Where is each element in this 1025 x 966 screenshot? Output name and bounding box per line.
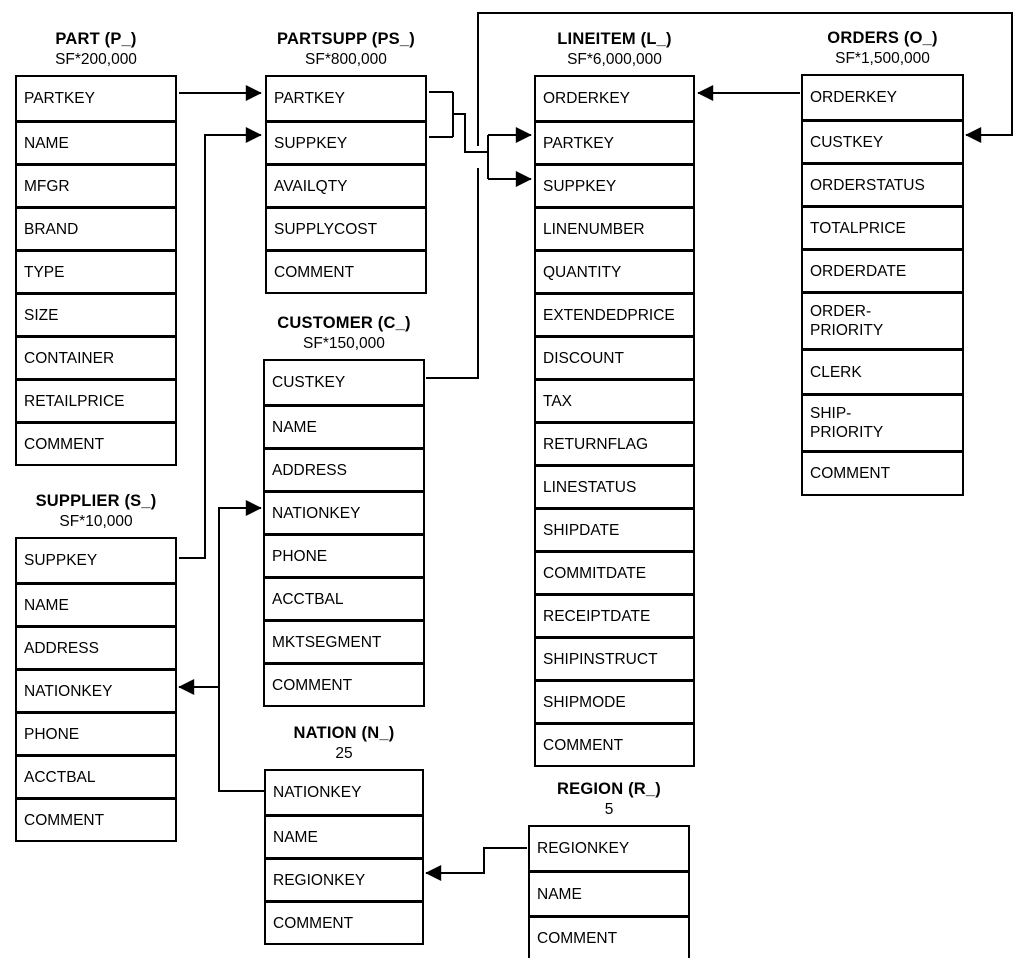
table-name-nation: NATION (N_) — [293, 724, 395, 742]
row-orders-ship-priority: SHIP- PRIORITY — [803, 393, 962, 450]
row-orders-comment: COMMENT — [803, 450, 962, 494]
row-lineitem-returnflag: RETURNFLAG — [536, 421, 693, 464]
row-lineitem-tax: TAX — [536, 378, 693, 421]
row-supplier-nationkey: NATIONKEY — [17, 668, 175, 711]
table-title-customer: CUSTOMER (C_) SF*150,000 — [277, 313, 410, 354]
row-customer-comment: COMMENT — [265, 662, 423, 705]
row-supplier-comment: COMMENT — [17, 797, 175, 840]
row-nation-nationkey: NATIONKEY — [273, 784, 362, 801]
row-region-name: NAME — [530, 870, 688, 915]
row-lineitem-orderkey: ORDERKEY — [543, 90, 630, 107]
row-customer-address: ADDRESS — [265, 447, 423, 490]
row-nation-regionkey: REGIONKEY — [266, 857, 422, 900]
row-nation-comment: COMMENT — [266, 900, 422, 943]
row-lineitem-quantity: QUANTITY — [536, 249, 693, 292]
row-partsupp-suppkey: SUPPKEY — [267, 120, 425, 163]
table-cardinality-region: 5 — [604, 801, 614, 818]
table-title-orders: ORDERS (O_) SF*1,500,000 — [827, 28, 937, 69]
row-lineitem-suppkey: SUPPKEY — [536, 163, 693, 206]
table-name-orders: ORDERS (O_) — [827, 29, 938, 47]
table-title-lineitem: LINEITEM (L_) SF*6,000,000 — [557, 29, 671, 70]
row-part-container: CONTAINER — [17, 335, 175, 378]
row-supplier-phone: PHONE — [17, 711, 175, 754]
row-partsupp-partkey: PARTKEY — [274, 90, 345, 107]
row-lineitem-comment: COMMENT — [536, 722, 693, 765]
table-cardinality-partsupp: SF*800,000 — [305, 51, 387, 68]
table-title-supplier: SUPPLIER (S_) SF*10,000 — [36, 491, 157, 532]
row-customer-acctbal: ACCTBAL — [265, 576, 423, 619]
table-cardinality-customer: SF*150,000 — [303, 335, 385, 352]
row-lineitem-shipmode: SHIPMODE — [536, 679, 693, 722]
edge-fk-supplier-suppkey-to-partsupp-suppkey — [179, 127, 262, 559]
table-title-region: REGION (R_) 5 — [557, 779, 661, 820]
row-supplier-suppkey: SUPPKEY — [24, 552, 98, 569]
table-name-partsupp: PARTSUPP (PS_) — [277, 30, 415, 48]
row-lineitem-receiptdate: RECEIPTDATE — [536, 593, 693, 636]
row-lineitem-shipinstruct: SHIPINSTRUCT — [536, 636, 693, 679]
row-part-mfgr: MFGR — [17, 163, 175, 206]
row-region-comment: COMMENT — [530, 915, 688, 958]
table-cardinality-orders: SF*1,500,000 — [835, 50, 930, 67]
table-name-lineitem: LINEITEM (L_) — [557, 30, 672, 48]
row-lineitem-linestatus: LINESTATUS — [536, 464, 693, 507]
row-partsupp-comment: COMMENT — [267, 249, 425, 292]
row-supplier-address: ADDRESS — [17, 625, 175, 668]
row-part-type: TYPE — [17, 249, 175, 292]
row-customer-name: NAME — [265, 404, 423, 447]
row-partsupp-availqty: AVAILQTY — [267, 163, 425, 206]
table-name-region: REGION (R_) — [557, 780, 661, 798]
table-name-customer: CUSTOMER (C_) — [277, 314, 411, 332]
row-region-regionkey: REGIONKEY — [537, 840, 630, 857]
table-title-partsupp: PARTSUPP (PS_) SF*800,000 — [277, 29, 415, 70]
table-name-part: PART (P_) — [55, 30, 137, 48]
row-lineitem-linenumber: LINENUMBER — [536, 206, 693, 249]
row-customer-custkey: CUSTKEY — [272, 374, 346, 391]
table-name-supplier: SUPPLIER (S_) — [35, 492, 157, 510]
table-title-part: PART (P_) SF*200,000 — [55, 29, 137, 70]
row-orders-custkey: CUSTKEY — [803, 119, 962, 162]
edge-partsupp-lineitem-connector — [453, 113, 488, 153]
row-partsupp-supplycost: SUPPLYCOST — [267, 206, 425, 249]
row-orders-totalprice: TOTALPRICE — [803, 205, 962, 248]
row-supplier-name: NAME — [17, 582, 175, 625]
row-part-retailprice: RETAILPRICE — [17, 378, 175, 421]
row-orders-clerk: CLERK — [803, 348, 962, 393]
row-lineitem-shipdate: SHIPDATE — [536, 507, 693, 550]
edge-fk-nation-nationkey-to-customer-nationkey — [218, 500, 264, 792]
table-cardinality-supplier: SF*10,000 — [59, 513, 133, 530]
row-nation-name: NAME — [266, 814, 422, 857]
table-cardinality-nation: 25 — [335, 745, 353, 762]
row-part-name: NAME — [17, 120, 175, 163]
row-part-comment: COMMENT — [17, 421, 175, 464]
edge-fk-region-regionkey-to-nation-regionkey — [425, 847, 527, 881]
row-customer-nationkey: NATIONKEY — [265, 490, 423, 533]
row-lineitem-extendedprice: EXTENDEDPRICE — [536, 292, 693, 335]
row-lineitem-commitdate: COMMITDATE — [536, 550, 693, 593]
edge-fk-customer-custkey-to-orders-custkey-lower — [426, 168, 479, 379]
row-part-size: SIZE — [17, 292, 175, 335]
row-part-partkey: PARTKEY — [24, 90, 95, 107]
row-part-brand: BRAND — [17, 206, 175, 249]
row-customer-phone: PHONE — [265, 533, 423, 576]
row-lineitem-partkey: PARTKEY — [536, 120, 693, 163]
table-cardinality-lineitem: SF*6,000,000 — [567, 51, 662, 68]
row-supplier-acctbal: ACCTBAL — [17, 754, 175, 797]
row-orders-orderdate: ORDERDATE — [803, 248, 962, 291]
row-lineitem-discount: DISCOUNT — [536, 335, 693, 378]
row-orders-order-priority: ORDER- PRIORITY — [803, 291, 962, 348]
row-orders-orderstatus: ORDERSTATUS — [803, 162, 962, 205]
row-customer-mktsegment: MKTSEGMENT — [265, 619, 423, 662]
table-title-nation: NATION (N_) 25 — [294, 723, 395, 764]
row-orders-orderkey: ORDERKEY — [810, 89, 897, 106]
table-cardinality-part: SF*200,000 — [55, 51, 137, 68]
